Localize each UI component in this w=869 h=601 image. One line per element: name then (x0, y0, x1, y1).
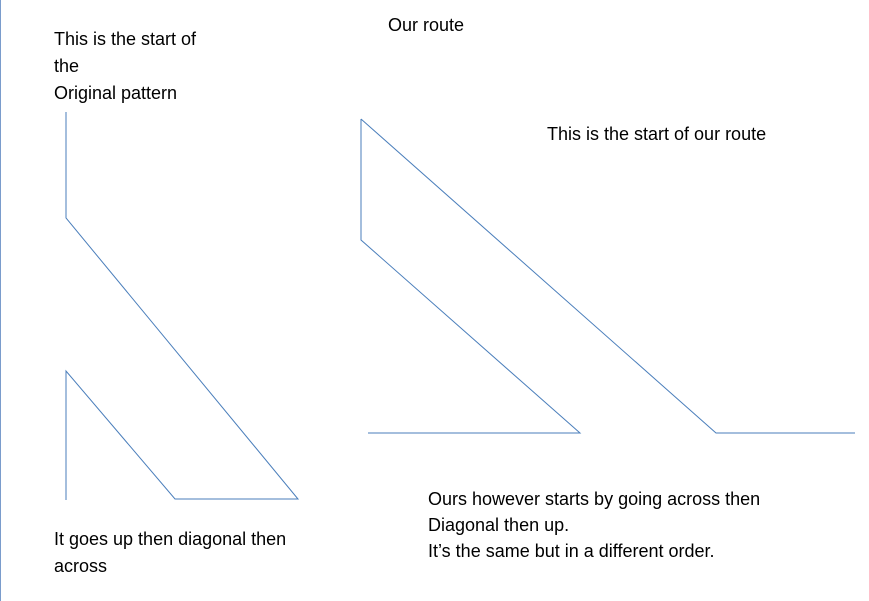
label-line: This is the start of (54, 29, 197, 49)
label-line: the (54, 56, 80, 76)
our-route-outer-path (360, 118, 855, 434)
left-edge-divider (0, 0, 1, 601)
original-start-label: This is the start of the Original patter… (54, 26, 196, 107)
original-pattern-path (65, 112, 300, 500)
caption-line: across (54, 556, 108, 576)
caption-line: It goes up then diagonal then (54, 529, 287, 549)
caption-line: Diagonal then up. (428, 515, 570, 535)
our-route-caption: Ours however starts by going across then… (428, 486, 760, 564)
our-route-start-label: This is the start of our route (547, 124, 767, 144)
diagram-title: Our route (388, 15, 465, 35)
caption-line: It’s the same but in a different order. (428, 541, 715, 561)
original-caption: It goes up then diagonal then across (54, 526, 286, 580)
caption-line: Ours however starts by going across then (428, 489, 761, 509)
label-line: Original pattern (54, 83, 178, 103)
our-route-inner-path (360, 119, 582, 434)
